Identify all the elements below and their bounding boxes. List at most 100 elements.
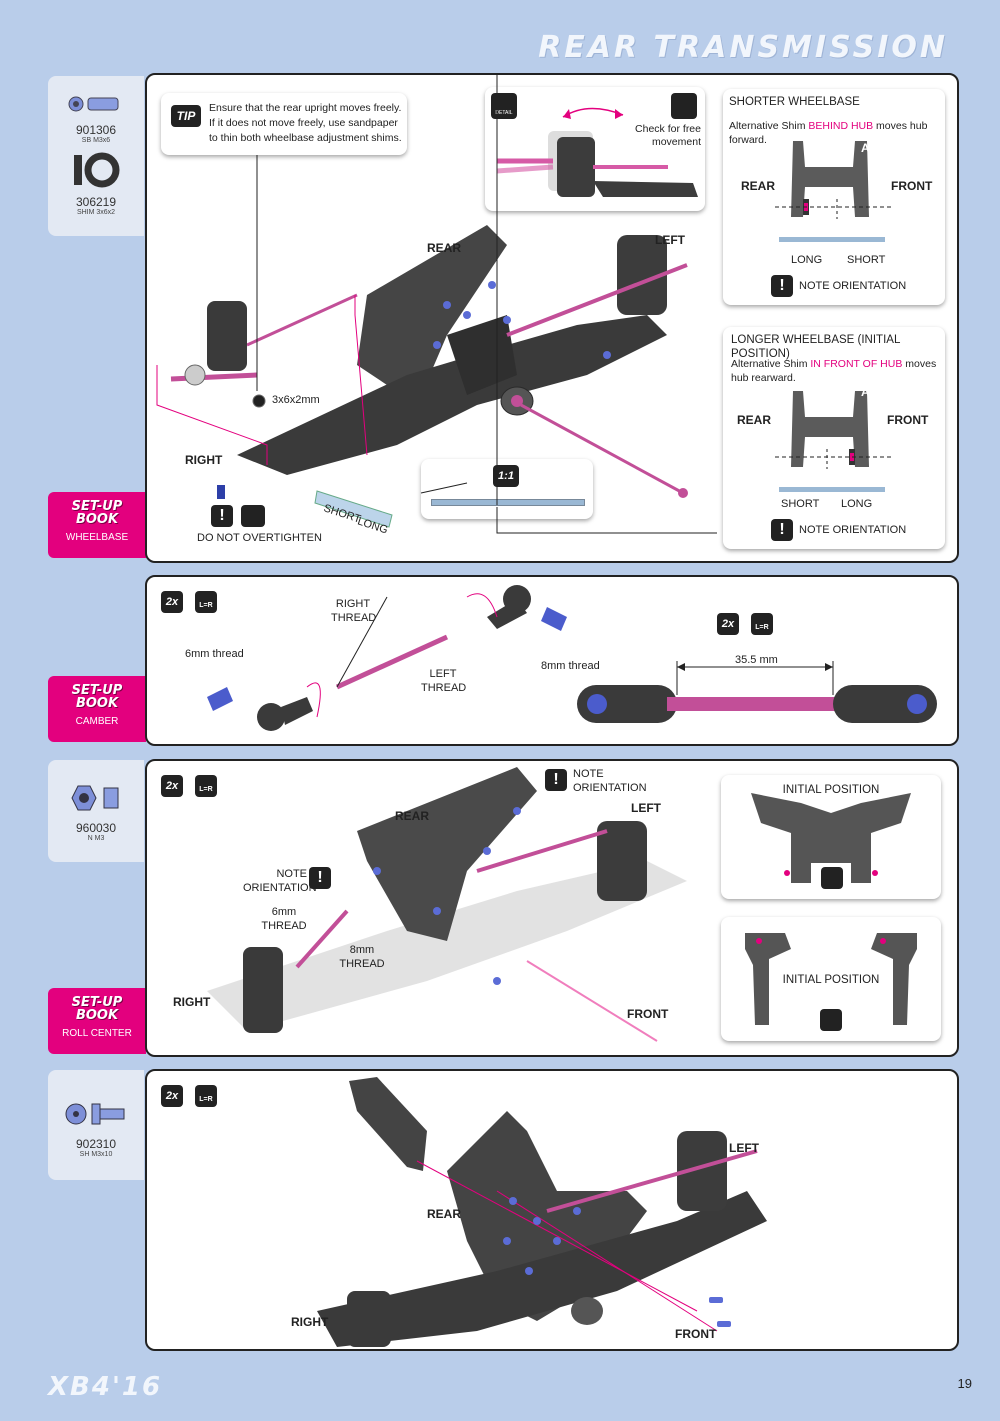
product-logo: XB4'16 <box>48 1372 163 1402</box>
shorter-text: Alternative Shim BEHIND HUB moves hub fo… <box>729 120 928 146</box>
camber-mount-diagram <box>745 933 917 1031</box>
warning-icon: ! <box>211 505 233 527</box>
quantity-badge: 2x <box>717 613 739 635</box>
roll-center-chassis-drawing <box>207 767 687 1042</box>
scale-box: 1:1 <box>421 459 593 519</box>
shock-tower-install-drawing <box>317 1077 767 1347</box>
left-thread-label: LEFT THREAD <box>421 668 467 694</box>
rear-label: REAR <box>741 179 776 193</box>
camber-mount-initial-box: INITIAL POSITION <box>721 917 941 1041</box>
warning-icon: ! <box>771 519 793 541</box>
left-right-icon: L=R <box>195 775 217 797</box>
shorter-title: SHORTER WHEELBASE <box>729 96 860 108</box>
part-code: 960030 <box>75 821 117 835</box>
shim-icon <box>74 152 120 188</box>
thread-6mm-label: 6mm THREAD <box>261 906 307 932</box>
thread-8mm-label: 8mm THREAD <box>339 944 385 970</box>
warning-icon: ! <box>309 867 331 889</box>
screw-sb-icon <box>68 96 119 112</box>
part-code: 901306 <box>75 123 117 137</box>
setup-book-topic: WHEELBASE <box>65 532 129 543</box>
left-label: LEFT <box>631 801 661 815</box>
left-right-icon: L=R <box>195 591 217 613</box>
part-desc: N M3 <box>87 835 105 842</box>
step-4-panel: 2x L=R LEFT REAR RIGHT FRONT <box>145 1069 959 1351</box>
part-desc: SHIM 3x6x2 <box>76 209 116 216</box>
short-label: SHORT <box>847 254 886 266</box>
note-orientation: NOTE ORIENTATION <box>573 768 647 794</box>
left-right-icon: L=R <box>195 1085 217 1107</box>
part-desc: SB M3x6 <box>81 137 111 144</box>
camber-link-exploded-drawing <box>207 585 567 731</box>
long-label: LONG <box>791 254 823 266</box>
short-label: SHORT <box>781 498 820 510</box>
note-orientation: NOTE ORIENTATION <box>243 868 317 894</box>
front-label: FRONT <box>887 413 929 427</box>
initial-position-label: INITIAL POSITION <box>782 974 880 986</box>
left-right-icon: L=R <box>751 613 773 635</box>
page-number: 19 <box>957 1376 972 1391</box>
step-2-panel: 2x L=R RIGHT THREAD LEFT THREAD 6mm thre… <box>145 575 959 746</box>
rear-label: REAR <box>395 809 430 823</box>
upright-detail-drawing <box>496 107 698 197</box>
shim-size-label: 3x6x2mm <box>272 394 320 406</box>
page-title: REAR TRANSMISSION <box>538 30 948 65</box>
tip-badge: TIP <box>171 105 201 127</box>
part-code: 306219 <box>75 195 117 209</box>
quantity-badge: 2x <box>161 775 183 797</box>
right-thread-label: RIGHT THREAD <box>331 598 377 624</box>
detail-box: DETAIL Check for free movement <box>485 87 705 211</box>
thread-8mm-label: 8mm thread <box>541 660 600 672</box>
longer-text: Alternative Shim IN FRONT OF HUB moves h… <box>731 358 937 384</box>
parts-card-3: 960030 N M3 <box>48 760 144 862</box>
parts-card-1: 901306 SB M3x6 306219 SHIM 3x6x2 <box>48 76 144 236</box>
right-label: RIGHT <box>173 995 211 1009</box>
do-not-overtighten: DO NOT OVERTIGHTEN <box>197 532 322 544</box>
shorter-arm-diagram <box>775 141 893 219</box>
right-label: RIGHT <box>185 453 223 467</box>
step-1-panel: TIP Ensure that the rear upright moves f… <box>145 73 959 563</box>
front-label: FRONT <box>891 179 933 193</box>
setup-book-topic: ROLL CENTER <box>62 1028 132 1039</box>
quantity-badge: 2x <box>161 1085 183 1107</box>
step-3-panel: 2x L=R ! NOTE ORIENTATION NOTE ORIENTATI… <box>145 759 959 1057</box>
rear-label: REAR <box>427 1207 462 1221</box>
tip-text: Ensure that the rear upright moves freel… <box>209 102 402 144</box>
shim-actual-size <box>431 499 585 506</box>
initial-position-label: INITIAL POSITION <box>782 784 880 796</box>
arm-label: ARM <box>861 385 889 399</box>
warning-icon: ! <box>771 275 793 297</box>
shock-tower-initial-box: INITIAL POSITION <box>721 775 941 899</box>
longer-title: LONGER WHEELBASE (INITIAL POSITION) <box>731 334 900 360</box>
rear-label: REAR <box>427 241 462 255</box>
warning-icon: ! <box>545 769 567 791</box>
quantity-badge: 2x <box>161 591 183 613</box>
tip-box: TIP Ensure that the rear upright moves f… <box>161 93 407 155</box>
part-code: 902310 <box>75 1137 117 1151</box>
left-label: LEFT <box>729 1141 759 1155</box>
nut-icon <box>71 785 119 811</box>
scale-badge: 1:1 <box>493 465 519 487</box>
rotate-icon <box>671 93 697 119</box>
check-free-text: Check for free movement <box>635 123 701 148</box>
detail-icon: DETAIL <box>491 93 517 119</box>
screw-sh-icon <box>65 1103 125 1125</box>
shim-bar <box>779 487 885 492</box>
rear-chassis-drawing <box>156 75 717 534</box>
front-label: FRONT <box>627 1007 669 1021</box>
screw-tighten-icon <box>241 505 265 527</box>
front-label: FRONT <box>675 1327 717 1341</box>
parts-card-4: 902310 SH M3x10 <box>48 1070 144 1180</box>
long-label: LONG <box>841 498 873 510</box>
note-orientation: NOTE ORIENTATION <box>799 524 907 536</box>
longer-wheelbase-box: LONGER WHEELBASE (INITIAL POSITION) Alte… <box>723 327 945 549</box>
shorter-wheelbase-box: SHORTER WHEELBASE Alternative Shim BEHIN… <box>723 89 945 305</box>
rear-label: REAR <box>737 413 772 427</box>
setup-book-topic: CAMBER <box>75 716 119 727</box>
shim-bar <box>779 237 885 242</box>
arm-label: ARM <box>861 141 889 155</box>
camber-link-assembled-drawing <box>577 661 937 723</box>
